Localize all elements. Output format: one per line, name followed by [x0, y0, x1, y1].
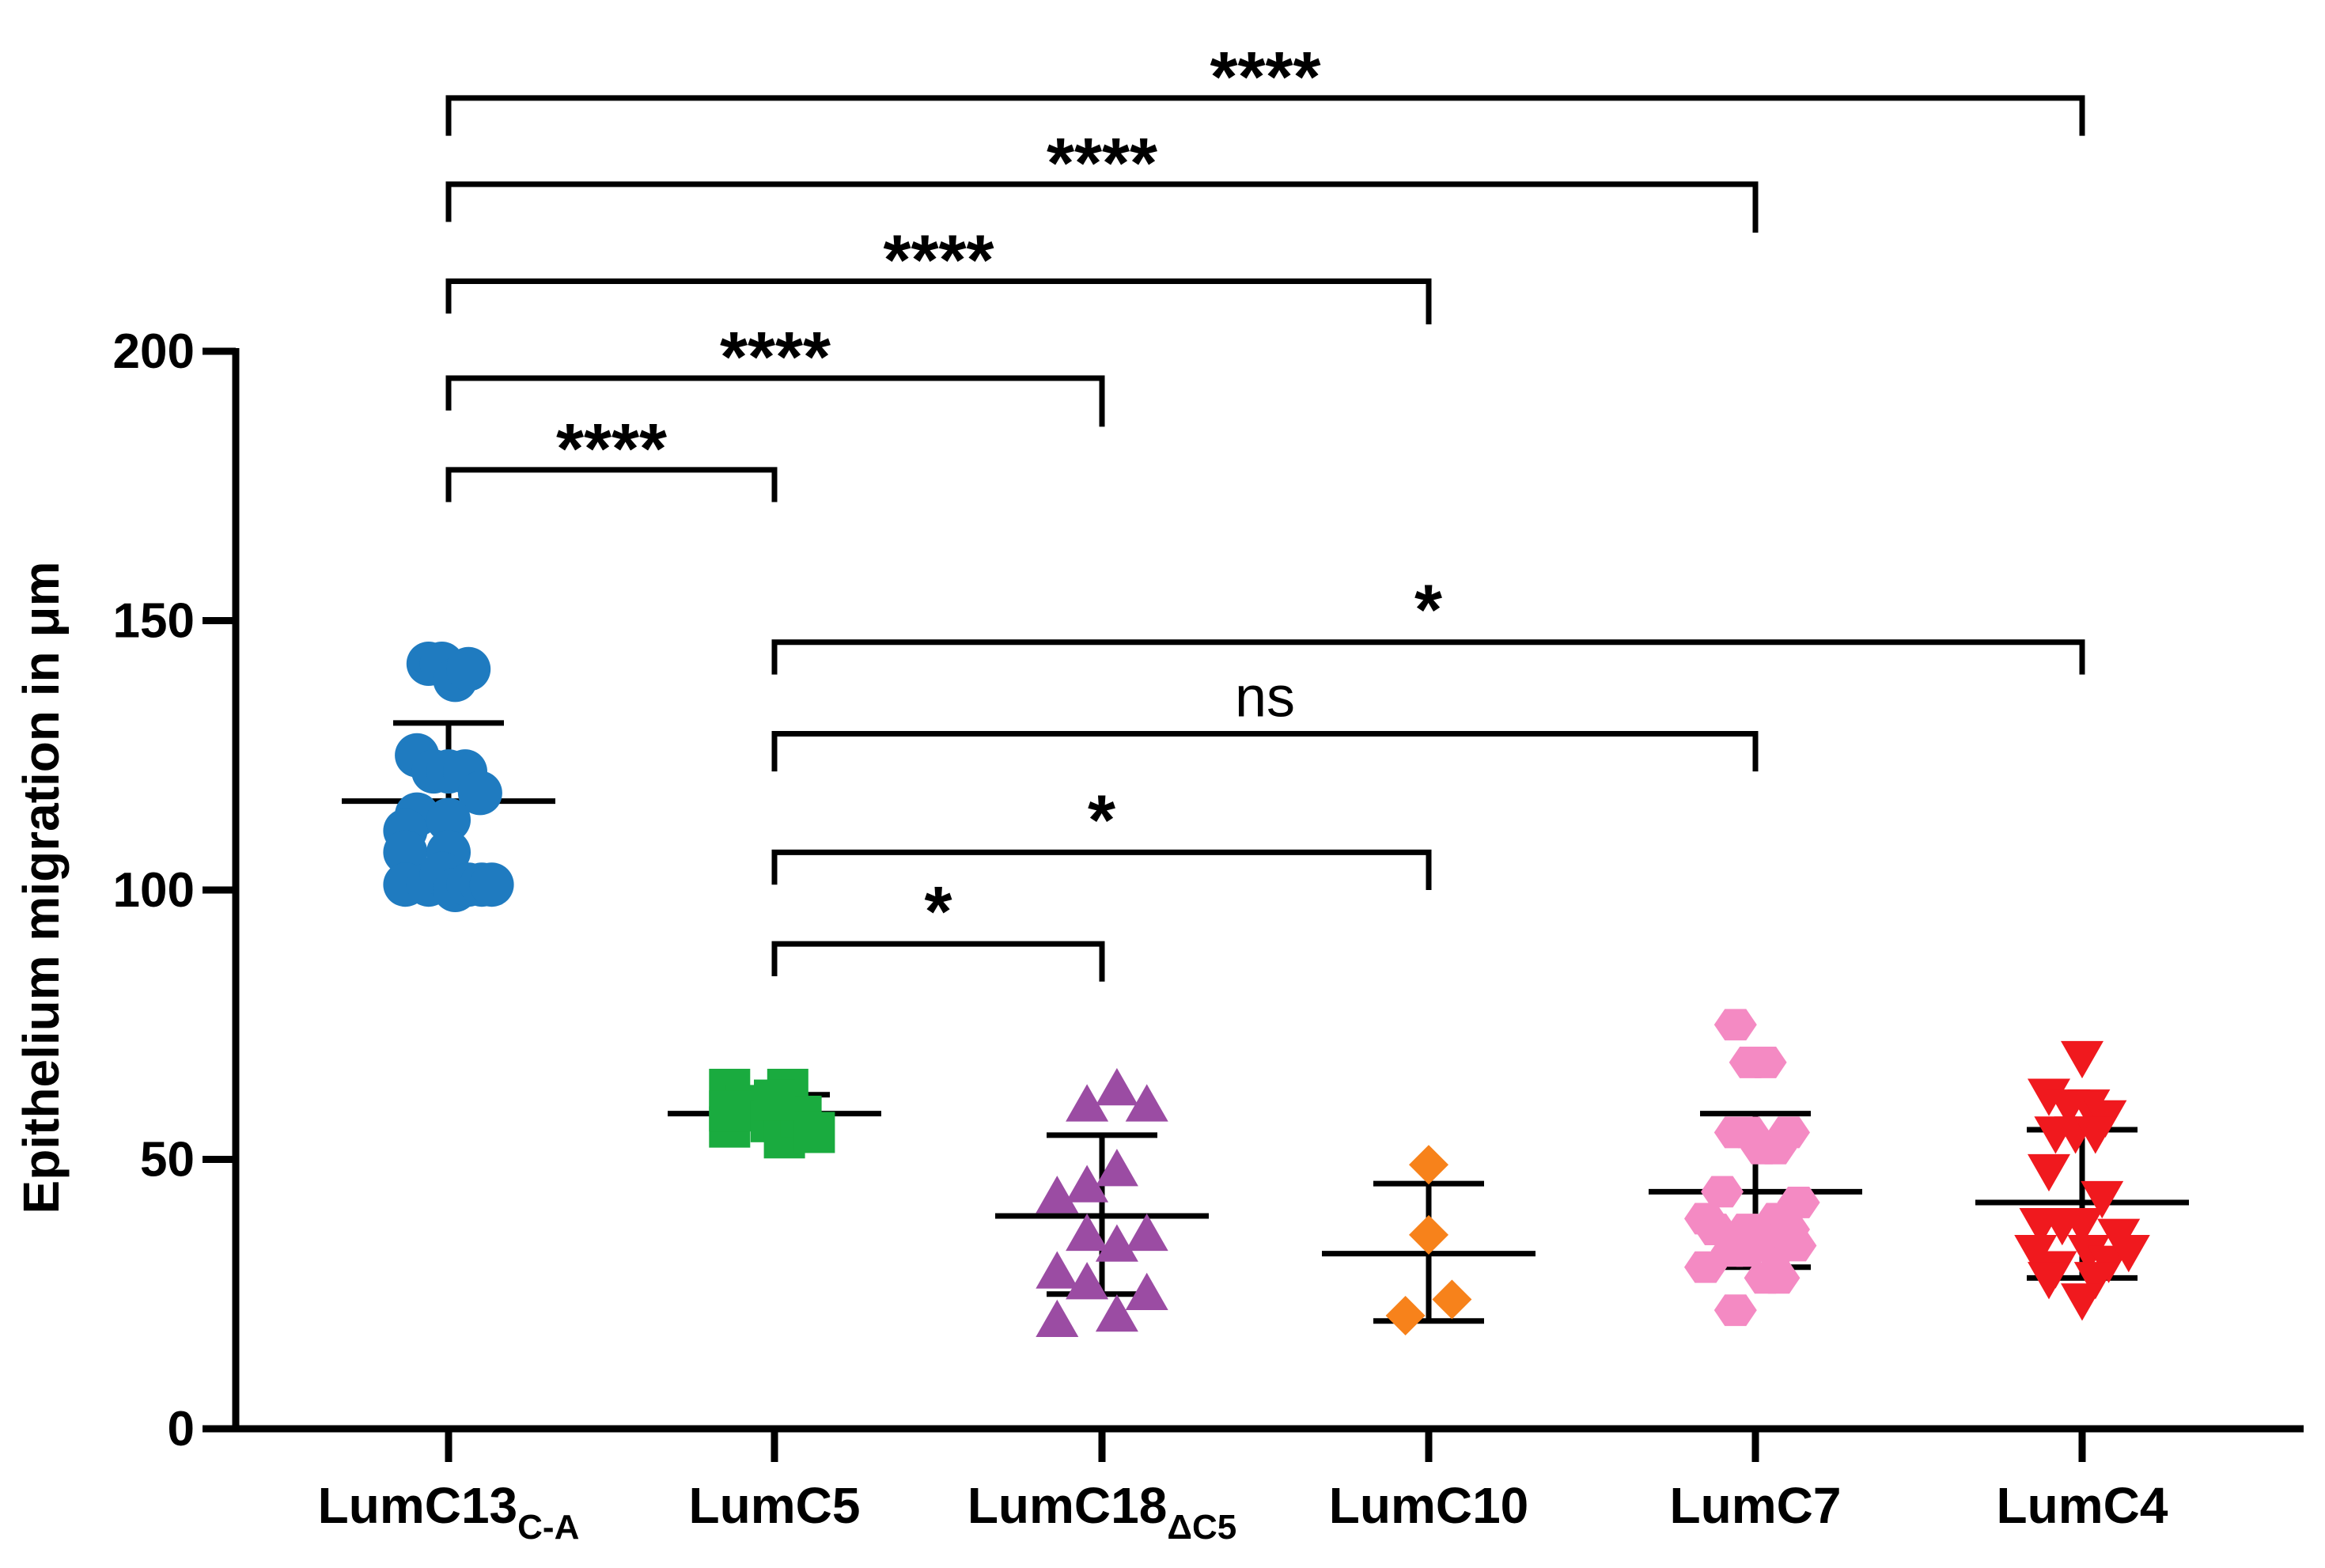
x-tick-label: LumC5 [689, 1477, 861, 1534]
data-point-triangle-up [1095, 1149, 1138, 1187]
significance-label: ns [1235, 666, 1295, 729]
x-tick-label: LumC4 [1997, 1477, 2168, 1534]
data-point-triangle-down [2061, 1040, 2103, 1079]
data-point-hexagon [1757, 1262, 1801, 1294]
data-point-square [709, 1090, 751, 1132]
data-point-triangle-up [1125, 1084, 1168, 1122]
data-point-triangle-down [2107, 1235, 2150, 1273]
data-point-square [754, 1079, 795, 1121]
y-axis-title: Epithelium migration in μm [13, 562, 70, 1214]
significance-bracket [445, 467, 778, 502]
x-tick-label: LumC10 [1329, 1477, 1529, 1534]
data-point-triangle-down [2028, 1153, 2070, 1192]
data-point-triangle-down [2061, 1283, 2103, 1321]
significance-label: * [1088, 781, 1115, 860]
significance-brackets: **********************ns* [445, 38, 2085, 982]
data-point-hexagon [1774, 1229, 1817, 1262]
x-tick-label: LumC18ΔC5 [967, 1477, 1236, 1547]
y-tick-label: 150 [113, 594, 195, 649]
significance-bracket [771, 849, 1432, 890]
data-point-triangle-down [2081, 1180, 2124, 1219]
y-tick-label: 200 [113, 324, 195, 379]
data-point-triangle-down [2061, 1207, 2103, 1246]
x-tick-label: LumC13C-A [318, 1477, 580, 1547]
significance-label: **** [883, 221, 994, 300]
data-point-triangle-up [1095, 1067, 1138, 1106]
data-point-hexagon [1713, 1294, 1757, 1327]
y-tick-label: 100 [113, 863, 195, 918]
y-tick-label: 50 [140, 1133, 195, 1187]
data-point-triangle-up [1095, 1293, 1138, 1332]
data-point-triangle-down [2073, 1116, 2117, 1154]
data-point-square [793, 1112, 835, 1153]
data-point-hexagon [1684, 1251, 1727, 1283]
data-point-diamond [1409, 1214, 1448, 1255]
data-point-hexagon [1744, 1047, 1787, 1078]
data-point-circle [426, 797, 471, 843]
data-point-triangle-up [1036, 1251, 1079, 1289]
data-point-triangle-up [1125, 1213, 1168, 1252]
data-point-triangle-up [1125, 1272, 1168, 1310]
significance-bracket [771, 941, 1105, 982]
y-tick-label: 0 [168, 1402, 195, 1456]
significance-label: **** [720, 318, 831, 397]
data-point-triangle-up [1066, 1084, 1109, 1122]
data-point-triangle-down [2067, 1235, 2111, 1273]
data-point-circle [446, 646, 491, 691]
significance-bracket [771, 731, 1759, 772]
data-point-triangle-up [1036, 1299, 1079, 1338]
significance-label: **** [1210, 38, 1320, 117]
data-point-triangle-up [1066, 1262, 1109, 1300]
summary-lines [342, 720, 2189, 1324]
data-point-triangle-up [1095, 1224, 1138, 1262]
data-point-triangle-up [1066, 1213, 1109, 1252]
x-tick-label: LumC7 [1670, 1477, 1842, 1534]
significance-label: **** [556, 410, 667, 489]
significance-bracket [445, 375, 1105, 427]
significance-label: **** [1047, 124, 1157, 203]
data-point-triangle-up [1036, 1176, 1079, 1214]
significance-bracket [771, 639, 2085, 675]
data-points [383, 641, 2150, 1338]
significance-bracket [445, 95, 2085, 136]
data-point-triangle-down [2073, 1262, 2117, 1300]
data-point-triangle-up [1066, 1165, 1109, 1203]
significance-label: * [924, 873, 952, 952]
significance-bracket [445, 181, 1759, 233]
data-point-triangle-down [2028, 1262, 2070, 1300]
data-point-circle [457, 771, 502, 816]
significance-label: * [1414, 571, 1442, 650]
data-point-triangle-down [2028, 1078, 2070, 1116]
data-point-diamond [1409, 1145, 1448, 1185]
data-point-diamond [1385, 1295, 1426, 1335]
data-point-circle [469, 862, 514, 907]
data-point-hexagon [1713, 1009, 1757, 1041]
significance-bracket [445, 278, 1432, 324]
data-point-hexagon [1701, 1176, 1744, 1208]
data-point-triangle-down [2014, 1235, 2058, 1273]
data-point-diamond [1432, 1279, 1472, 1320]
data-point-circle [383, 830, 428, 875]
data-point-hexagon [1767, 1116, 1810, 1149]
